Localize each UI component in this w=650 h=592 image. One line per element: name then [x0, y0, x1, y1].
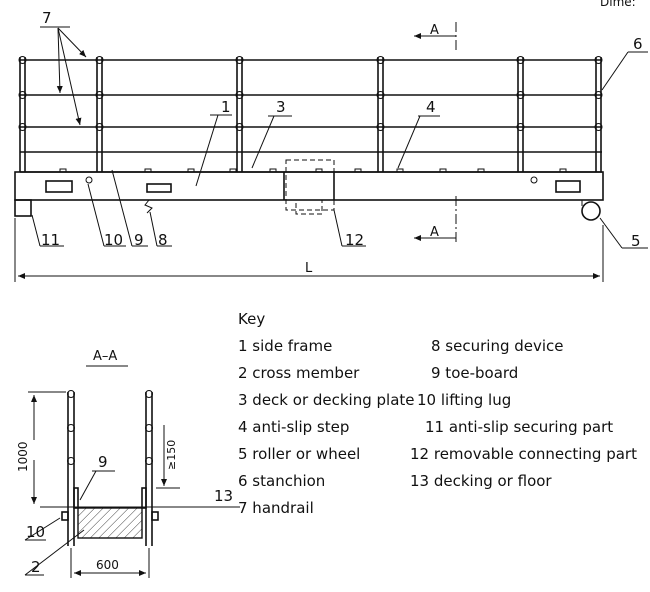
callout-6: 6: [633, 35, 643, 53]
railing-elevation: A A L: [14, 9, 648, 282]
corner-text: Dime:: [600, 0, 636, 9]
section-mark-bottom: A: [430, 225, 439, 240]
section-cross-member: [77, 507, 143, 539]
callout-4: 4: [426, 98, 436, 116]
section-mark-top: A: [430, 23, 439, 38]
key-right-12: 12 removable connecting part: [410, 445, 637, 463]
callout-10: 10: [104, 231, 123, 249]
leader-lines: [31, 26, 648, 249]
side-frame: [14, 171, 604, 201]
frame-slot-right: [555, 180, 581, 193]
callout-3: 3: [276, 98, 286, 116]
roller-wheel: [581, 201, 601, 221]
key-right-13: 13 decking or floor: [410, 472, 552, 490]
callout-12: 12: [345, 231, 364, 249]
length-dimension: L: [14, 218, 604, 282]
key-right-9: 9 toe-board: [431, 364, 519, 382]
key-left-2: 2 cross member: [238, 364, 360, 382]
lifting-lug-left: [85, 176, 93, 184]
stanchions: [19, 57, 602, 172]
section-callout-13: 13: [214, 487, 233, 505]
key-right-10: 10 lifting lug: [417, 391, 512, 409]
section-toe-board-right: [141, 487, 147, 509]
length-label: L: [305, 261, 313, 276]
key-title: Key: [238, 310, 266, 328]
frame-slot-mid: [146, 183, 172, 193]
key-right-8: 8 securing device: [431, 337, 564, 355]
key-left-5: 5 roller or wheel: [238, 445, 361, 463]
key-left-4: 4 anti-slip step: [238, 418, 350, 436]
section-a-a: A–A 1000 ≥150: [16, 349, 240, 578]
section-lifting-lug-right: [151, 511, 159, 521]
callout-8: 8: [158, 231, 168, 249]
key-left-7: 7 handrail: [238, 499, 314, 517]
section-callout-10: 10: [26, 523, 45, 541]
section-toe-board-left: [73, 487, 79, 509]
section-title: A–A: [93, 349, 117, 364]
callout-11: 11: [41, 231, 60, 249]
width-dimension: 600: [96, 558, 119, 572]
securing-device: [144, 199, 153, 214]
frame-slot-left: [45, 180, 73, 193]
key-left-3: 3 deck or decking plate: [238, 391, 415, 409]
section-lifting-lug-left: [61, 511, 69, 521]
height-dimension: 1000: [16, 441, 30, 472]
rail-joints: [18, 56, 603, 131]
key-left-6: 6 stanchion: [238, 472, 326, 490]
key-left-1: 1 side frame: [238, 337, 333, 355]
lifting-lug-right: [530, 176, 538, 184]
callout-7: 7: [42, 9, 52, 27]
section-callout-2: 2: [31, 558, 41, 576]
callout-1: 1: [221, 98, 231, 116]
toeboard-dimension: ≥150: [165, 440, 178, 470]
section-callout-9: 9: [98, 453, 108, 471]
key-right-11: 11 anti-slip securing part: [425, 418, 614, 436]
callout-9: 9: [134, 231, 144, 249]
section-cut-line: A A: [414, 22, 457, 245]
callout-5: 5: [631, 232, 641, 250]
anti-slip-securing-part: [14, 199, 32, 217]
removable-connecting-part: [285, 159, 335, 211]
